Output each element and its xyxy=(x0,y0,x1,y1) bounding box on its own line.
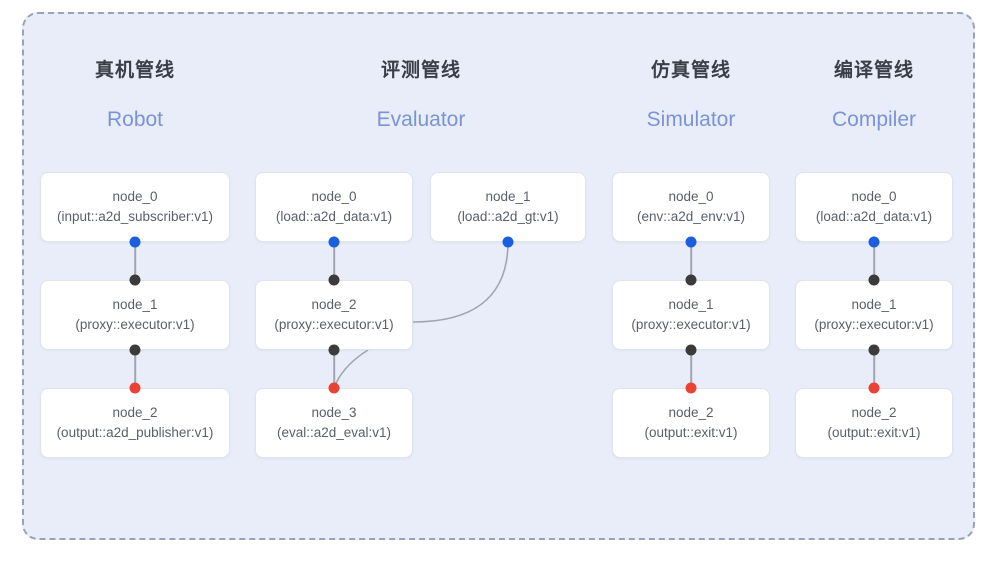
edge-comp-1-2 xyxy=(873,350,875,388)
node-spec: (load::a2d_gt:v1) xyxy=(457,209,559,224)
node-box[interactable]: node_1 (proxy::executor:v1) xyxy=(40,280,230,350)
port-input-dot[interactable] xyxy=(868,382,880,394)
node-box[interactable]: node_2 (output::exit:v1) xyxy=(795,388,953,458)
node-name: node_0 xyxy=(311,189,357,204)
node-box[interactable]: node_2 (output::a2d_publisher:v1) xyxy=(40,388,230,458)
port-input-dot[interactable] xyxy=(129,382,141,394)
port-output-dot[interactable] xyxy=(129,236,141,248)
node-name: node_0 xyxy=(668,189,714,204)
port-output-dot[interactable] xyxy=(328,344,340,356)
node-box[interactable]: node_0 (load::a2d_data:v1) xyxy=(795,172,953,242)
port-output-dot[interactable] xyxy=(868,344,880,356)
node-spec: (output::a2d_publisher:v1) xyxy=(56,425,214,440)
node-spec: (env::a2d_env:v1) xyxy=(636,209,746,224)
port-input-dot[interactable] xyxy=(328,382,340,394)
node-spec: (proxy::executor:v1) xyxy=(75,317,195,332)
pipeline-panel xyxy=(22,12,975,540)
node-name: node_2 xyxy=(668,405,714,420)
node-name: node_2 xyxy=(311,297,357,312)
node-spec: (load::a2d_data:v1) xyxy=(815,209,933,224)
edge-robot-1-2 xyxy=(134,350,136,388)
node-box[interactable]: node_1 (proxy::executor:v1) xyxy=(795,280,953,350)
node-name: node_1 xyxy=(851,297,897,312)
node-box[interactable]: node_2 (output::exit:v1) xyxy=(612,388,770,458)
node-name: node_1 xyxy=(112,297,158,312)
edge-eval-0-2 xyxy=(333,242,335,280)
node-box-side[interactable]: node_1 (load::a2d_gt:v1) xyxy=(430,172,586,242)
node-box[interactable]: node_0 (load::a2d_data:v1) xyxy=(255,172,413,242)
node-box[interactable]: node_1 (proxy::executor:v1) xyxy=(612,280,770,350)
edge-sim-1-2 xyxy=(690,350,692,388)
node-box[interactable]: node_0 (env::a2d_env:v1) xyxy=(612,172,770,242)
node-box[interactable]: node_0 (input::a2d_subscriber:v1) xyxy=(40,172,230,242)
port-output-dot[interactable] xyxy=(868,236,880,248)
edge-sim-0-1 xyxy=(690,242,692,280)
node-spec: (proxy::executor:v1) xyxy=(631,317,751,332)
node-name: node_0 xyxy=(112,189,158,204)
node-spec: (proxy::executor:v1) xyxy=(814,317,934,332)
node-spec: (output::exit:v1) xyxy=(827,425,921,440)
node-spec: (output::exit:v1) xyxy=(644,425,738,440)
port-input-dot[interactable] xyxy=(685,274,697,286)
node-spec: (load::a2d_data:v1) xyxy=(275,209,393,224)
node-name: node_1 xyxy=(668,297,714,312)
port-input-dot[interactable] xyxy=(685,382,697,394)
node-box[interactable]: node_2 (proxy::executor:v1) xyxy=(255,280,413,350)
node-name: node_2 xyxy=(851,405,897,420)
port-output-dot[interactable] xyxy=(129,344,141,356)
node-spec: (proxy::executor:v1) xyxy=(274,317,394,332)
node-name: node_1 xyxy=(485,189,531,204)
port-input-dot[interactable] xyxy=(129,274,141,286)
node-box[interactable]: node_3 (eval::a2d_eval:v1) xyxy=(255,388,413,458)
port-input-dot[interactable] xyxy=(328,274,340,286)
port-output-dot[interactable] xyxy=(685,236,697,248)
port-output-dot[interactable] xyxy=(502,236,514,248)
node-name: node_2 xyxy=(112,405,158,420)
edge-comp-0-1 xyxy=(873,242,875,280)
edge-eval-2-3 xyxy=(333,350,335,388)
node-name: node_0 xyxy=(851,189,897,204)
node-spec: (input::a2d_subscriber:v1) xyxy=(56,209,214,224)
node-name: node_3 xyxy=(311,405,357,420)
port-output-dot[interactable] xyxy=(328,236,340,248)
port-output-dot[interactable] xyxy=(685,344,697,356)
node-spec: (eval::a2d_eval:v1) xyxy=(276,425,392,440)
port-input-dot[interactable] xyxy=(868,274,880,286)
edge-robot-0-1 xyxy=(134,242,136,280)
